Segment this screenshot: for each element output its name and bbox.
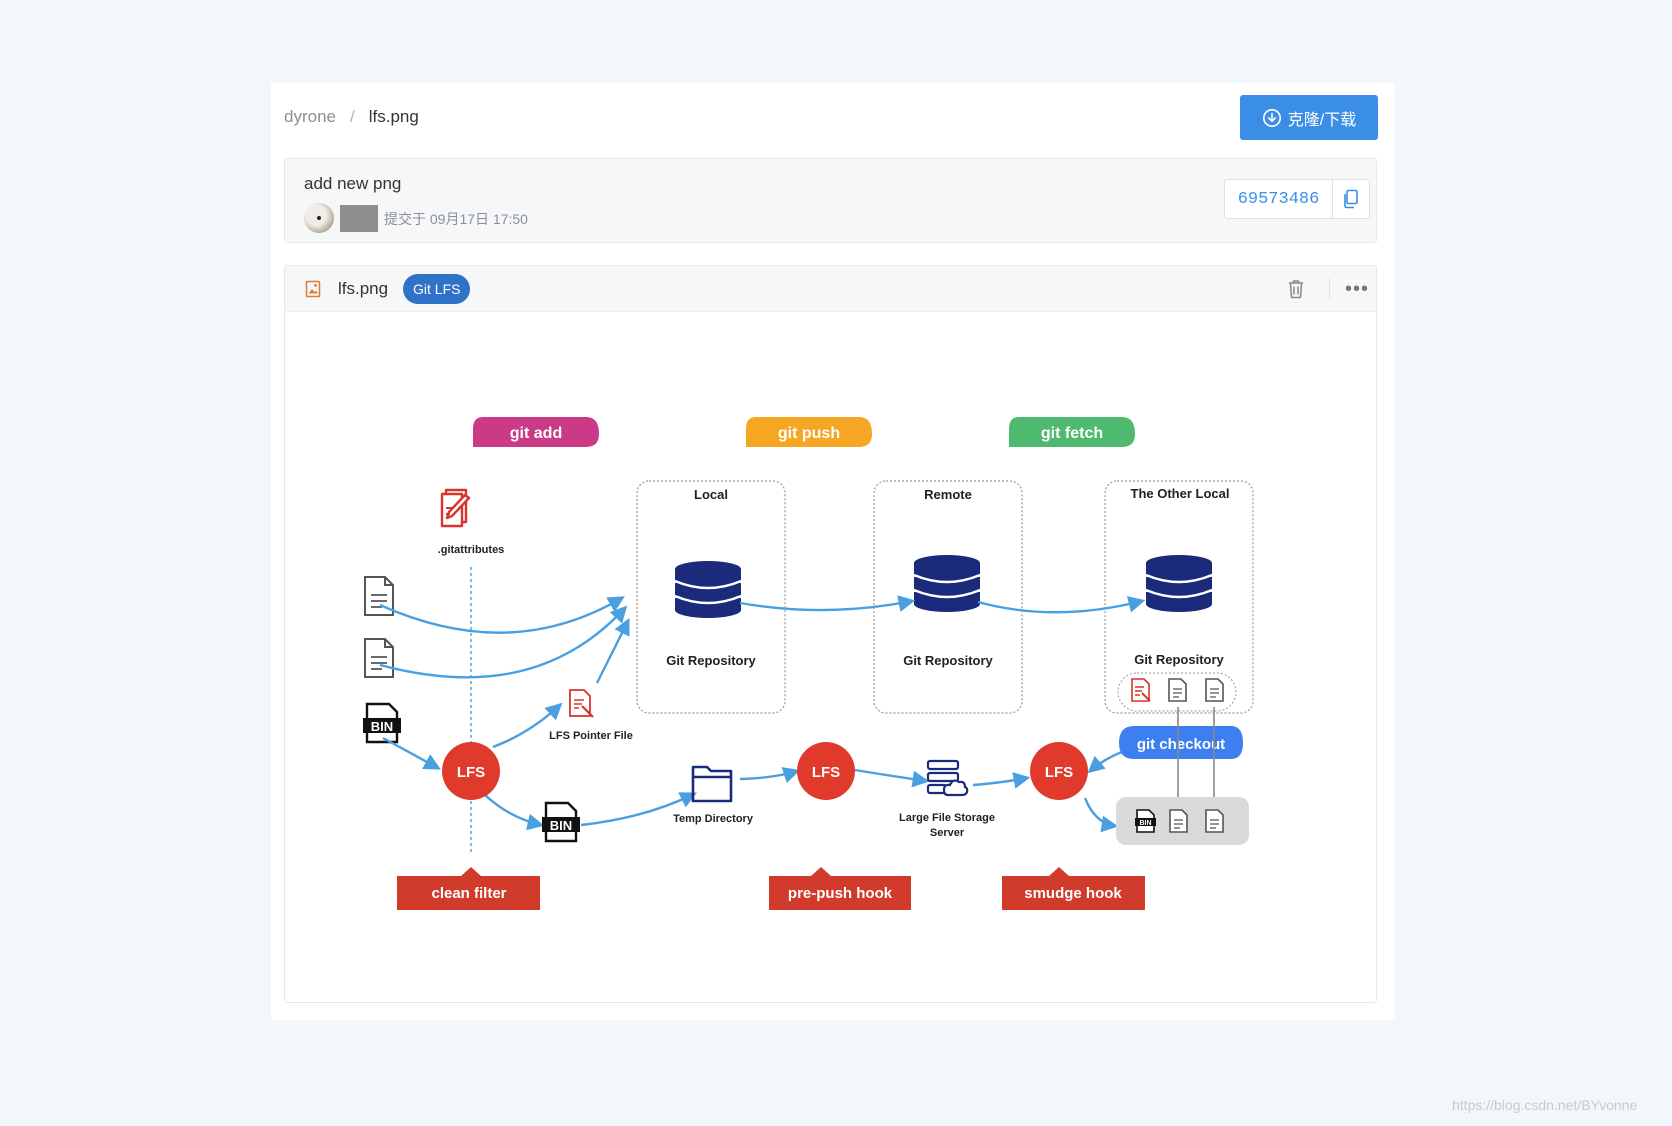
document-icon: [364, 576, 394, 616]
lfs-to-bin-arrow: [484, 794, 545, 831]
git-add-label: git add: [510, 425, 562, 442]
bin-label: BIN: [1139, 820, 1151, 827]
git-checkout-label: git checkout: [1137, 736, 1225, 753]
download-circle-icon: [1262, 108, 1281, 127]
other-repo-label: Git Repository: [1134, 652, 1224, 667]
gitattributes-icon: [440, 488, 471, 528]
git-push-label: git push: [778, 425, 840, 442]
lfs-pointer-file-icon: [569, 689, 594, 718]
local-box-title: Local: [694, 487, 728, 502]
file-view-card: dyrone / lfs.png 克隆/下载 add new png 提交于 0…: [271, 83, 1395, 1020]
pointer-file-label: LFS Pointer File: [549, 730, 633, 742]
lfs-push-node: LFS: [797, 742, 855, 800]
other-local-box-title: The Other Local: [1131, 486, 1230, 501]
lfs-to-workdir-arrow: [1083, 797, 1119, 833]
storage-label-line1: Large File Storage: [899, 812, 995, 824]
fetch-arrow: [977, 596, 1146, 614]
lfs-diagram: git add git push git fetch Local: [363, 417, 1254, 910]
lfs-label: LFS: [812, 764, 840, 781]
document-icon: [1205, 809, 1224, 833]
lfs-to-pointer-arrow: [492, 702, 563, 749]
copy-icon: [1344, 189, 1358, 209]
folder-icon: [691, 765, 733, 803]
breadcrumb-repo-link[interactable]: dyrone: [284, 107, 336, 126]
bin-to-lfs-arrow: [382, 736, 441, 770]
database-icon: [913, 555, 981, 612]
pre-push-hook-tag: pre-push hook: [769, 867, 911, 910]
lfs-smudge-node: LFS: [1030, 742, 1088, 800]
clone-download-button[interactable]: 克隆/下载: [1240, 95, 1378, 140]
commit-sha-link[interactable]: 69573486: [1225, 180, 1333, 218]
commit-sha-group: 69573486: [1224, 179, 1370, 219]
git-add-pill: git add: [473, 417, 599, 447]
file-name: lfs.png: [338, 279, 389, 298]
git-lfs-badge: Git LFS: [403, 274, 471, 304]
database-icon: [1145, 555, 1213, 612]
remote-box-title: Remote: [924, 487, 972, 502]
remote-box: Remote Git Repository: [873, 480, 1023, 714]
bin-label: BIN: [550, 818, 572, 833]
storage-label-line2: Server: [930, 827, 965, 839]
storage-to-lfs-arrow: [972, 772, 1031, 789]
breadcrumb-current-file: lfs.png: [368, 107, 419, 126]
more-options-button[interactable]: •••: [1344, 277, 1369, 300]
binary-file-icon: BIN: [542, 801, 580, 843]
pre-push-hook-label: pre-push hook: [788, 885, 893, 902]
lfs-clean-node: LFS: [442, 742, 500, 800]
add-arrow-1: [379, 596, 625, 634]
document-icon: [1168, 678, 1187, 702]
bin-label: BIN: [371, 719, 393, 734]
breadcrumb-separator: /: [349, 107, 355, 126]
smudge-hook-tag: smudge hook: [1002, 867, 1145, 910]
file-panel: lfs.png Git LFS •••: [284, 265, 1377, 1003]
trash-icon[interactable]: [1286, 278, 1306, 300]
pointer-file-icon: [1131, 678, 1151, 702]
git-checkout-pill: git checkout: [1119, 726, 1243, 759]
image-preview: git add git push git fetch Local: [285, 313, 1376, 1002]
local-box: Local Git Repository: [636, 480, 786, 714]
push-arrow: [739, 595, 916, 612]
watermark: https://blog.csdn.net/BYvonne: [1452, 1097, 1638, 1113]
document-icon: [1205, 678, 1224, 702]
header-divider: [1329, 278, 1330, 300]
image-file-icon: [305, 280, 321, 298]
username-redacted: [340, 205, 378, 232]
last-commit-box: add new png 提交于 09月17日 17:50 69573486: [284, 158, 1377, 243]
lfs-label: LFS: [1045, 764, 1073, 781]
lfs-label: LFS: [457, 764, 485, 781]
gitattributes-label: .gitattributes: [438, 544, 505, 556]
remote-repo-label: Git Repository: [903, 653, 993, 668]
temp-directory-label: Temp Directory: [673, 813, 754, 825]
document-icon: [364, 638, 394, 678]
git-push-pill: git push: [746, 417, 872, 447]
bin-to-temp-arrow: [580, 792, 698, 827]
database-icon: [674, 561, 742, 618]
git-fetch-label: git fetch: [1041, 425, 1103, 442]
storage-server-icon: [926, 759, 969, 797]
lfs-to-storage-arrow: [854, 768, 930, 788]
binary-file-icon: BIN: [1135, 809, 1156, 833]
document-icon: [1169, 809, 1188, 833]
top-bar: dyrone / lfs.png 克隆/下载: [271, 83, 1395, 153]
smudge-hook-label: smudge hook: [1024, 885, 1122, 902]
git-fetch-pill: git fetch: [1009, 417, 1135, 447]
clean-filter-tag: clean filter: [397, 867, 540, 910]
clone-download-label: 克隆/下载: [1287, 111, 1357, 129]
add-arrow-2: [379, 605, 628, 679]
breadcrumb: dyrone / lfs.png: [284, 107, 419, 127]
temp-to-lfs-arrow: [739, 767, 801, 784]
file-header: lfs.png Git LFS •••: [285, 266, 1376, 312]
commit-time: 提交于 09月17日 17:50: [384, 211, 528, 227]
commit-message[interactable]: add new png: [304, 174, 402, 193]
other-local-box: The Other Local Git Repository: [1104, 480, 1254, 714]
clean-filter-label: clean filter: [431, 885, 506, 902]
local-repo-label: Git Repository: [666, 653, 756, 668]
avatar[interactable]: [304, 203, 334, 233]
binary-file-icon: BIN: [363, 702, 401, 744]
copy-sha-button[interactable]: [1333, 180, 1369, 218]
pointer-to-local-arrow: [595, 617, 630, 684]
